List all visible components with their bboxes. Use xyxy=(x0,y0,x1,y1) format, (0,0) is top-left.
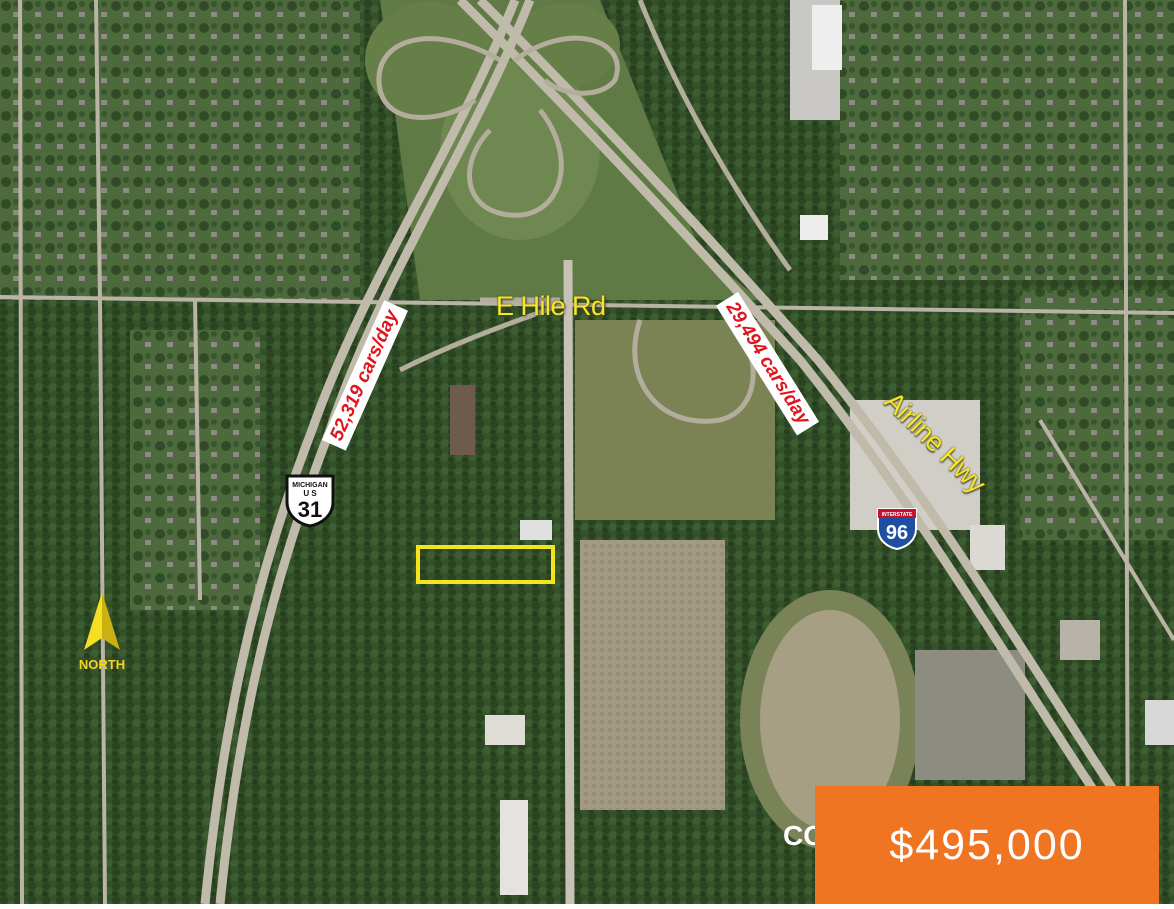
i96-shield-icon: INTERSTATE 96 xyxy=(876,505,918,551)
us31-number-text: 31 xyxy=(298,497,322,522)
us31-shield-icon: MICHIGAN U S 31 xyxy=(283,472,337,528)
north-arrow-icon xyxy=(84,592,120,650)
north-indicator: NORTH xyxy=(78,590,126,672)
subject-parcel-outline xyxy=(416,545,555,584)
us31-state-text: MICHIGAN xyxy=(292,482,327,489)
north-label: NORTH xyxy=(78,657,126,672)
i96-number-text: 96 xyxy=(886,522,908,544)
us31-top-text: U S xyxy=(303,489,317,498)
i96-top-text: INTERSTATE xyxy=(882,512,913,518)
price-badge: $495,000 xyxy=(815,786,1159,904)
e-hile-rd-label: E Hile Rd xyxy=(496,291,606,321)
